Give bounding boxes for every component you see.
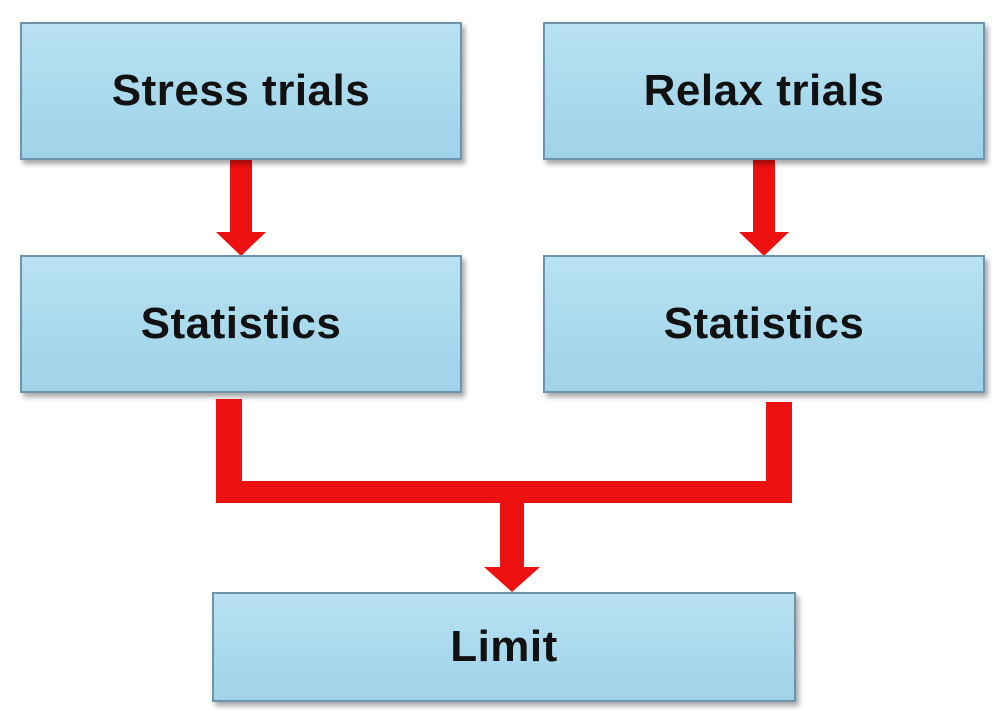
limit-label: Limit (450, 622, 558, 671)
statistics-left-label: Statistics (140, 299, 342, 348)
relax-trials-label: Relax trials (643, 66, 885, 115)
relax-trials-box: Relax trials (543, 22, 985, 160)
arrow-statistics-to-limit (216, 399, 792, 592)
stress-trials-label: Stress trials (111, 66, 371, 115)
statistics-left-box: Statistics (20, 255, 462, 393)
stress-trials-box: Stress trials (20, 22, 462, 160)
limit-box: Limit (212, 592, 796, 702)
statistics-right-box: Statistics (543, 255, 985, 393)
arrow-relax-to-statistics (739, 160, 789, 256)
statistics-right-label: Statistics (663, 299, 865, 348)
arrow-stress-to-statistics (216, 160, 266, 256)
